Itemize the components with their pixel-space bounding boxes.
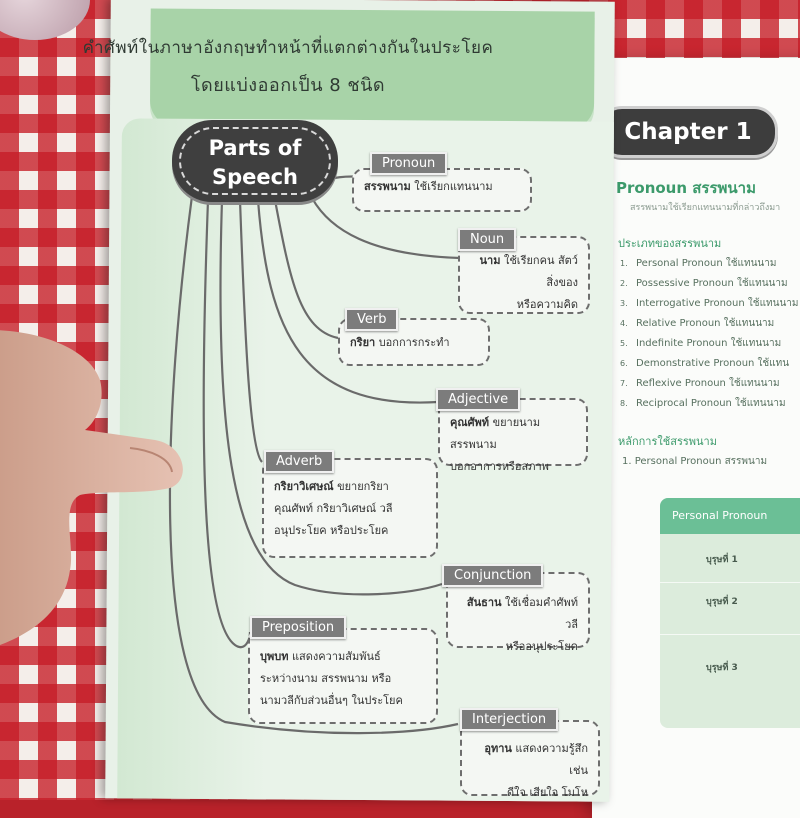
table-row: บุรุษที่ 3	[706, 663, 738, 673]
hand-palm	[0, 330, 183, 645]
chapter-label: Chapter 1	[624, 119, 752, 145]
verb-term: กริยา	[350, 336, 376, 349]
conjunction-line-1: สันธาน ใช้เชื่อมคำศัพท์ วลี	[458, 592, 578, 636]
table-row: บุรุษที่ 1	[706, 555, 738, 565]
list-item: 1. Personal Pronoun ใช้แทนนาม	[620, 254, 799, 274]
list-text: Possessive Pronoun ใช้แทนนาม	[636, 278, 788, 289]
types-list: 1. Personal Pronoun ใช้แทนนาม 2. Possessiv…	[620, 254, 799, 414]
adverb-desc: ขยายกริยา	[337, 480, 389, 493]
list-number: 2.	[620, 279, 628, 288]
list-item: 8. Reciprocal Pronoun ใช้แทนนาม	[620, 394, 799, 414]
conjunction-term: สันธาน	[466, 596, 502, 609]
noun-term: นาม	[479, 254, 501, 267]
conjunction-desc: ใช้เชื่อมคำศัพท์ วลี	[505, 596, 578, 631]
bubble-line-1: Parts of	[208, 136, 302, 160]
thumbnail	[129, 447, 173, 473]
tag-adjective: Adjective	[436, 388, 521, 411]
section-title: Pronoun สรรพนาม	[616, 179, 756, 197]
header-line-2: โดยแบ่งออกเป็น 8 ชนิด	[190, 75, 386, 96]
table-header: Personal Pronoun	[660, 498, 800, 534]
noun-desc: ใช้เรียกคน สัตว์ สิ่งของ	[503, 254, 578, 289]
list-number: 6.	[620, 359, 628, 368]
interjection-box: อุทาน แสดงความรู้สึก เช่น ดีใจ เสียใจ โม…	[460, 720, 600, 799]
usage-item: 1. Personal Pronoun สรรพนาม	[622, 456, 768, 467]
adjective-desc: ขยายนาม สรรพนาม	[450, 416, 541, 451]
pronoun-table: Personal Pronoun บุรุษที่ 1 บุรุษที่ 2 บ…	[660, 498, 800, 728]
tag-adverb: Adverb	[264, 450, 335, 473]
pronoun-term: สรรพนาม	[364, 180, 411, 193]
right-page: Chapter 1 Pronoun สรรพนาม สรรพนามใช้เรีย…	[592, 58, 800, 818]
noun-desc-2: หรือความคิด	[516, 298, 578, 311]
adverb-desc-2: คุณศัพท์ กริยาวิเศษณ์ วลี	[274, 502, 393, 515]
adverb-box: กริยาวิเศษณ์ ขยายกริยา คุณศัพท์ กริยาวิเ…	[262, 458, 438, 558]
interjection-desc-2: ดีใจ เสียใจ โมโห	[506, 786, 588, 799]
table-divider	[660, 634, 800, 635]
tag-verb: Verb	[345, 308, 399, 331]
hand	[0, 330, 183, 645]
verb-desc: บอกการกระทำ	[378, 336, 450, 349]
preposition-desc-3: นามวลีกับส่วนอื่นๆ ในประโยค	[260, 694, 403, 707]
types-heading: ประเภทของสรรพนาม	[618, 237, 722, 250]
list-number: 3.	[620, 299, 628, 308]
list-number: 4.	[620, 319, 628, 328]
chapter-badge: Chapter 1	[598, 106, 778, 158]
list-number: 8.	[620, 399, 628, 408]
conjunction-desc-2: หรืออนุประโยค	[505, 640, 578, 653]
tag-interjection: Interjection	[460, 708, 559, 731]
preposition-box: บุพบท แสดงความสัมพันธ์ ระหว่างนาม สรรพนา…	[248, 628, 438, 724]
interjection-line-1: อุทาน แสดงความรู้สึก เช่น	[472, 738, 588, 782]
list-text: Indefinite Pronoun ใช้แทนนาม	[636, 338, 782, 349]
preposition-term: บุพบท	[260, 650, 289, 663]
list-item: 6. Demonstrative Pronoun ใช้แทน	[620, 354, 799, 374]
bubble-inner: Parts of Speech	[179, 127, 331, 195]
section-subtitle: สรรพนามใช้เรียกแทนนามที่กล่าวถึงมา	[630, 203, 781, 213]
preposition-desc: แสดงความสัมพันธ์	[291, 650, 381, 663]
tag-conjunction: Conjunction	[442, 564, 544, 587]
list-item: 7. Reflexive Pronoun ใช้แทนนาม	[620, 374, 799, 394]
tag-pronoun: Pronoun	[370, 152, 448, 175]
table-row: บุรุษที่ 2	[706, 597, 738, 607]
list-text: Reciprocal Pronoun ใช้แทนนาม	[636, 398, 786, 409]
table-divider	[660, 582, 800, 583]
list-item: 5. Indefinite Pronoun ใช้แทนนาม	[620, 334, 799, 354]
list-number: 1.	[620, 259, 628, 268]
list-text: Relative Pronoun ใช้แทนนาม	[636, 318, 775, 329]
list-item: 4. Relative Pronoun ใช้แทนนาม	[620, 314, 799, 334]
preposition-desc-2: ระหว่างนาม สรรพนาม หรือ	[260, 672, 392, 685]
list-text: Personal Pronoun ใช้แทนนาม	[636, 258, 777, 269]
parts-of-speech-bubble: Parts of Speech	[172, 120, 338, 202]
usage-heading: หลักการใช้สรรพนาม	[618, 435, 717, 448]
interjection-term: อุทาน	[484, 742, 512, 755]
list-number: 5.	[620, 339, 628, 348]
header-line-1: คำศัพท์ในภาษาอังกฤษทำหน้าที่แตกต่างกันใน…	[82, 38, 494, 58]
pronoun-desc: ใช้เรียกแทนนาม	[414, 180, 493, 193]
adverb-term: กริยาวิเศษณ์	[274, 480, 334, 493]
noun-line-1: นาม ใช้เรียกคน สัตว์ สิ่งของ	[470, 250, 578, 294]
verb-box: กริยา บอกการกระทำ	[338, 318, 490, 366]
tag-preposition: Preposition	[250, 616, 347, 639]
list-text: Reflexive Pronoun ใช้แทนนาม	[636, 378, 780, 389]
interjection-desc: แสดงความรู้สึก เช่น	[515, 742, 588, 777]
list-item: 3. Interrogative Pronoun ใช้แทนนาม	[620, 294, 799, 314]
adverb-desc-3: อนุประโยค หรือประโยค	[274, 524, 389, 537]
tag-noun: Noun	[458, 228, 517, 251]
adjective-desc-2: บอกอาการหรือสภาพ	[450, 460, 549, 473]
list-item: 2. Possessive Pronoun ใช้แทนนาม	[620, 274, 799, 294]
list-number: 7.	[620, 379, 628, 388]
list-text: Demonstrative Pronoun ใช้แทน	[636, 358, 790, 369]
adjective-term: คุณศัพท์	[450, 416, 490, 429]
bubble-line-2: Speech	[211, 165, 299, 189]
adjective-line-1: คุณศัพท์ ขยายนาม สรรพนาม	[450, 412, 576, 456]
preposition-line-1: บุพบท แสดงความสัมพันธ์	[260, 646, 426, 668]
adverb-line-1: กริยาวิเศษณ์ ขยายกริยา	[274, 476, 426, 498]
list-text: Interrogative Pronoun ใช้แทนนาม	[636, 298, 799, 309]
